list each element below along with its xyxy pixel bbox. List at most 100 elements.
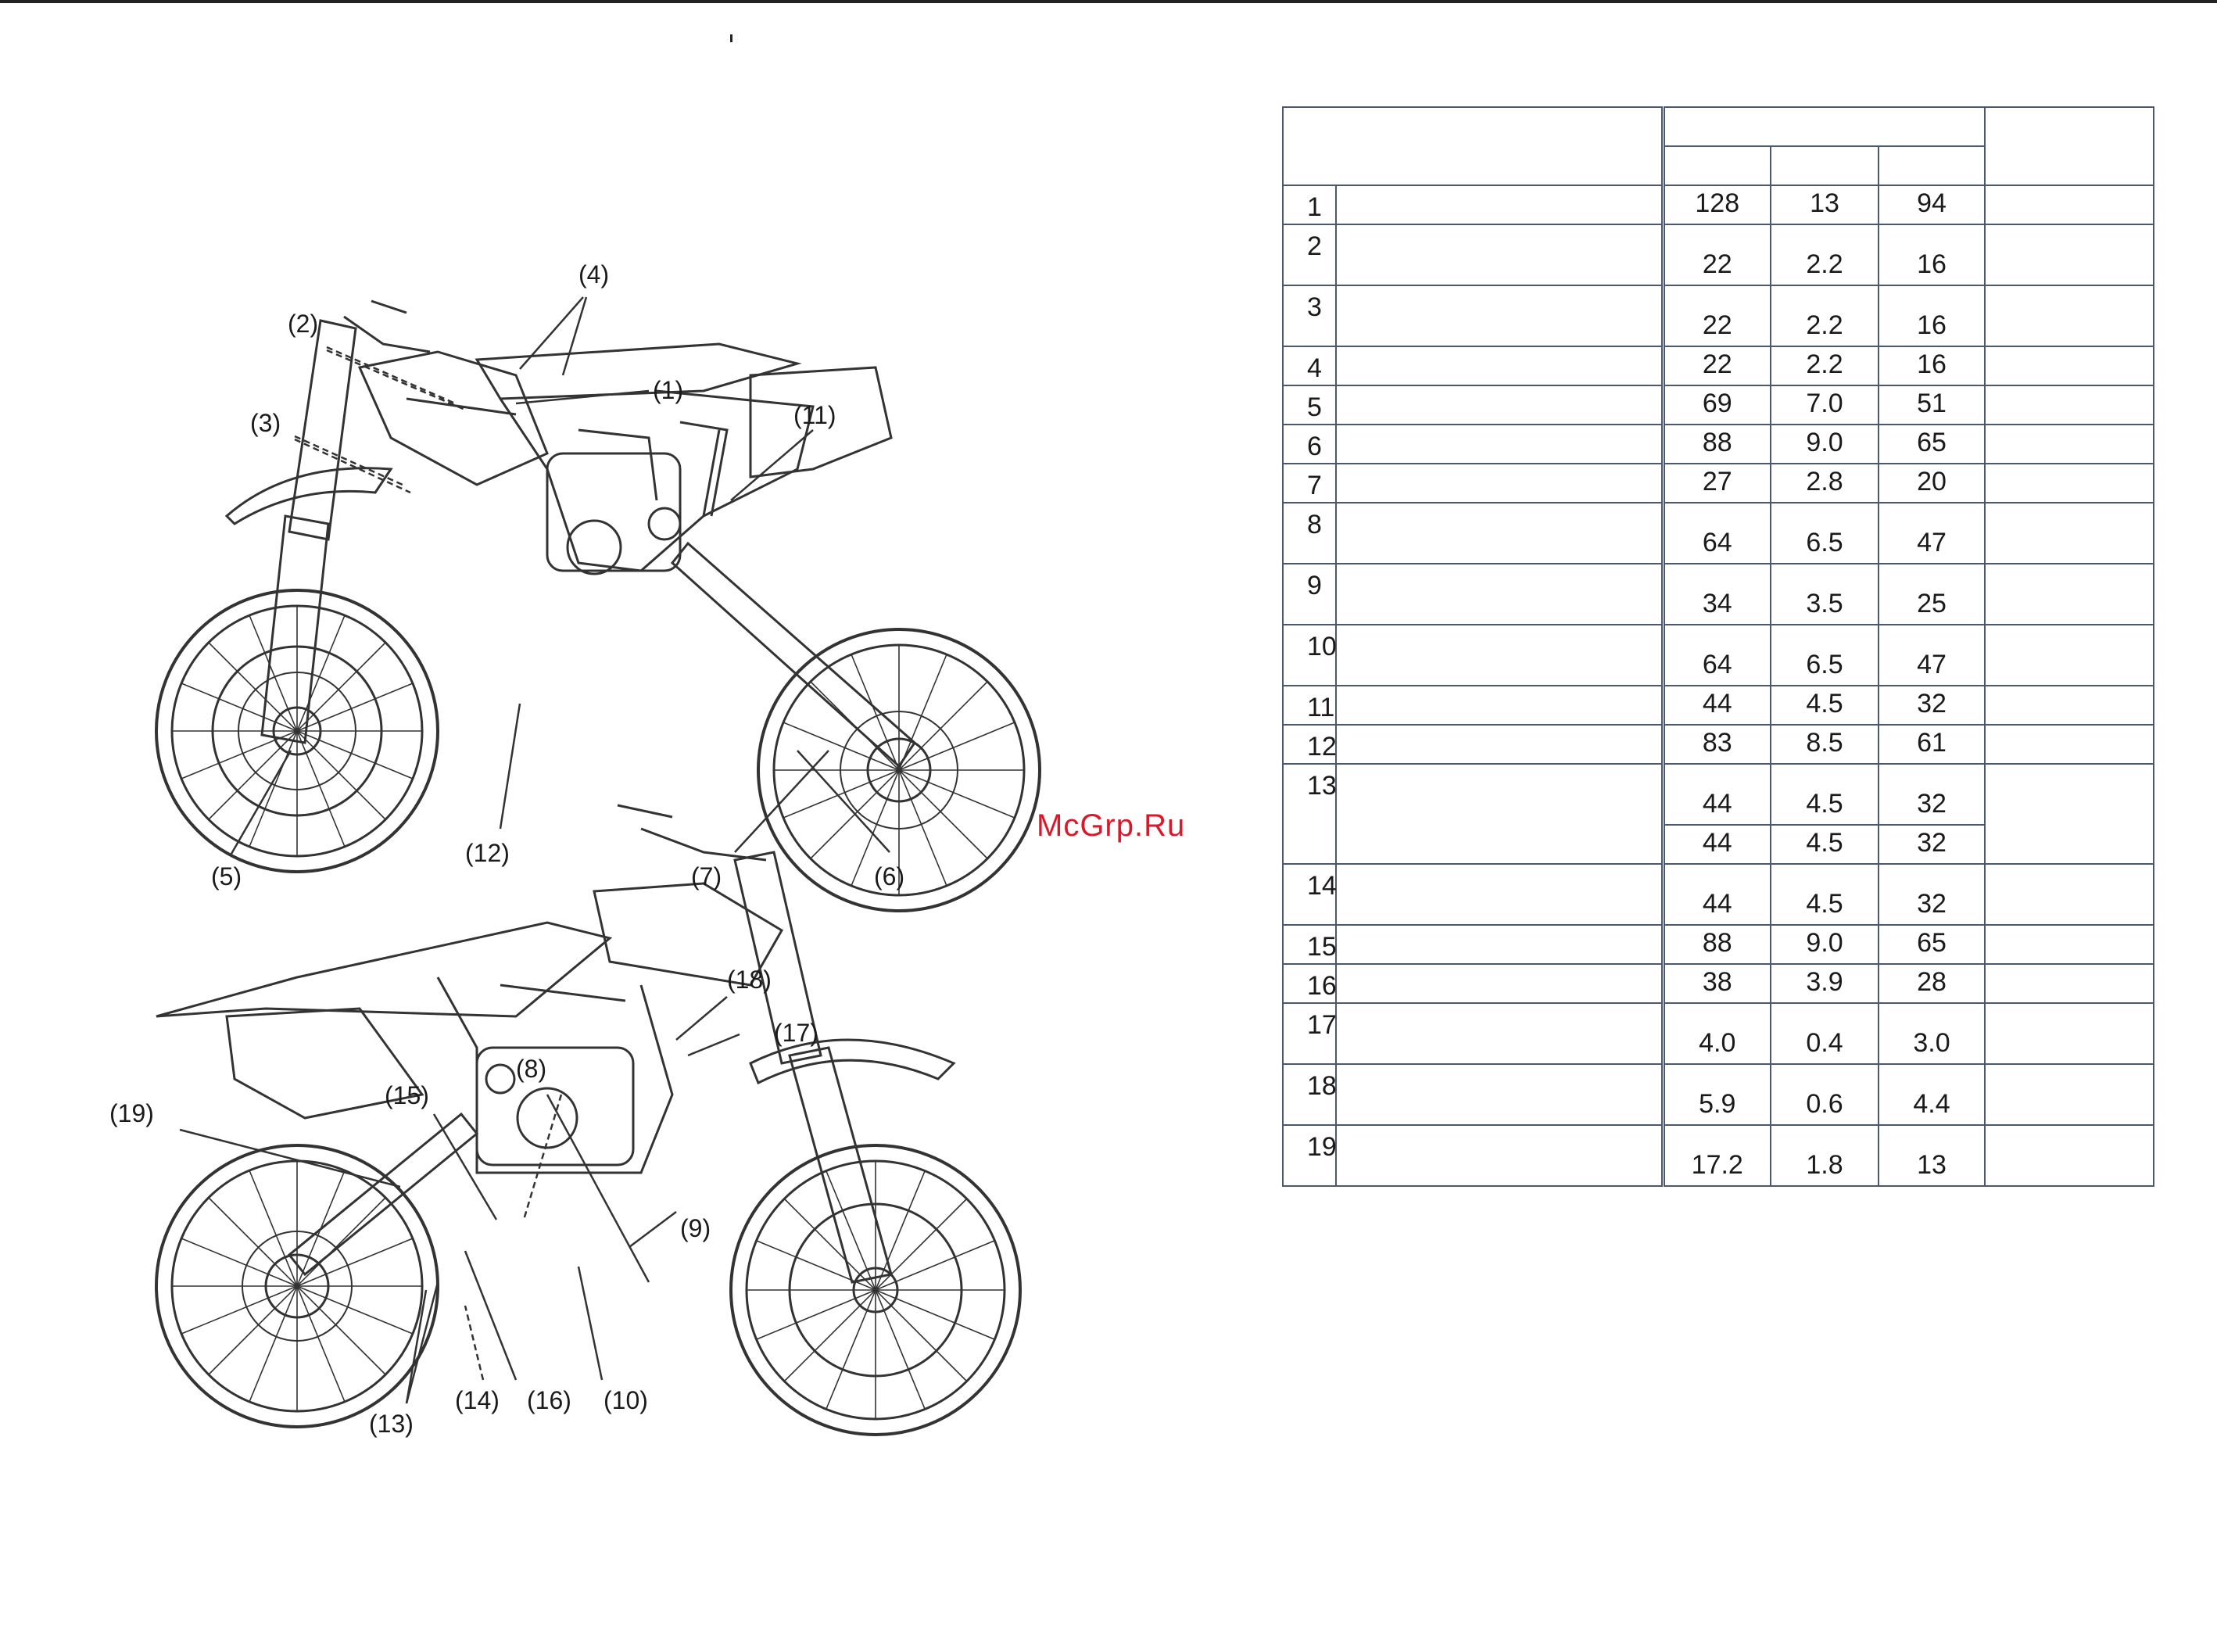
torque-lbft: 4.4 <box>1877 1063 1986 1126</box>
callout-12: (12) <box>465 839 510 867</box>
row-description <box>1335 385 1664 425</box>
torque-kgfm: 6.5 <box>1770 502 1879 564</box>
motorcycle-diagrams: (1) (2) (3) (4) (5) (6) (7) (11) (12) (8… <box>109 235 1220 1626</box>
callout-2: (2) <box>288 310 318 338</box>
header-note-cell <box>1984 106 2155 186</box>
torque-nm: 34 <box>1660 563 1771 625</box>
torque-nm: 38 <box>1660 963 1771 1004</box>
torque-kgfm: 2.2 <box>1770 285 1879 347</box>
motorcycle-diagrams-svg: (1) (2) (3) (4) (5) (6) (7) (11) (12) (8… <box>109 260 1041 1438</box>
row-description <box>1335 424 1664 464</box>
torque-nm: 64 <box>1660 502 1771 564</box>
callout-6: (6) <box>874 862 904 891</box>
bottom-bike-drawing <box>155 804 1022 1436</box>
callout-1: (1) <box>653 376 683 404</box>
callout-18: (18) <box>727 966 772 994</box>
row-number: 19 <box>1282 1124 1337 1187</box>
row-number: 10 <box>1282 624 1337 686</box>
row-description <box>1335 185 1664 225</box>
row-note <box>1984 346 2155 386</box>
row-note <box>1984 763 2155 865</box>
watermark-text: McGrp.Ru <box>1037 808 1186 843</box>
torque-lbft: 25 <box>1877 563 1986 625</box>
row-description <box>1335 1124 1664 1187</box>
row-note <box>1984 963 2155 1004</box>
torque-lbft: 3.0 <box>1877 1002 1986 1065</box>
row-description <box>1335 285 1664 347</box>
torque-nm: 88 <box>1660 924 1771 965</box>
torque-nm: 17.2 <box>1660 1124 1771 1187</box>
row-note <box>1984 463 2155 503</box>
torque-kgfm: 9.0 <box>1770 924 1879 965</box>
row-number: 4 <box>1282 346 1337 386</box>
row-note <box>1984 424 2155 464</box>
row-number: 13 <box>1282 763 1337 865</box>
callout-11: (11) <box>793 401 836 429</box>
torque-nm: 4.0 <box>1660 1002 1771 1065</box>
torque-nm: 22 <box>1660 285 1771 347</box>
header-unit-2 <box>1770 145 1879 186</box>
row-description <box>1335 1063 1664 1126</box>
callout-13: (13) <box>369 1410 414 1438</box>
torque-kgfm: 1.8 <box>1770 1124 1879 1187</box>
torque-kgfm: 2.2 <box>1770 224 1879 286</box>
row-number: 16 <box>1282 963 1337 1004</box>
callout-3: (3) <box>250 409 281 437</box>
row-number: 1 <box>1282 185 1337 225</box>
row-number: 9 <box>1282 563 1337 625</box>
row-description <box>1335 924 1664 965</box>
row-note <box>1984 285 2155 347</box>
row-number: 11 <box>1282 685 1337 726</box>
torque-nm: 83 <box>1660 724 1771 765</box>
torque-nm: 44 <box>1660 824 1771 865</box>
torque-lbft: 47 <box>1877 502 1986 564</box>
torque-nm: 27 <box>1660 463 1771 503</box>
torque-lbft: 32 <box>1877 863 1986 926</box>
torque-kgfm: 4.5 <box>1770 863 1879 926</box>
row-description <box>1335 502 1664 564</box>
top-bike-drawing <box>155 299 1041 912</box>
row-number: 3 <box>1282 285 1337 347</box>
bottom-leader-lines <box>179 996 740 1404</box>
row-number: 8 <box>1282 502 1337 564</box>
row-number: 17 <box>1282 1002 1337 1065</box>
page-top-rule <box>0 0 2217 3</box>
row-note <box>1984 502 2155 564</box>
header-torque-cell <box>1660 106 1986 147</box>
callout-7: (7) <box>691 862 722 891</box>
torque-kgfm: 0.4 <box>1770 1002 1879 1065</box>
callout-8: (8) <box>516 1055 546 1083</box>
torque-nm: 128 <box>1660 185 1771 225</box>
row-number: 7 <box>1282 463 1337 503</box>
torque-lbft: 47 <box>1877 624 1986 686</box>
torque-kgfm: 6.5 <box>1770 624 1879 686</box>
row-note <box>1984 624 2155 686</box>
row-note <box>1984 224 2155 286</box>
callout-9: (9) <box>680 1214 711 1242</box>
callout-14: (14) <box>455 1386 500 1414</box>
row-description <box>1335 563 1664 625</box>
torque-lbft: 28 <box>1877 963 1986 1004</box>
row-description <box>1335 863 1664 926</box>
row-description <box>1335 763 1664 865</box>
row-note <box>1984 863 2155 926</box>
row-number: 12 <box>1282 724 1337 765</box>
torque-lbft: 65 <box>1877 424 1986 464</box>
row-number: 18 <box>1282 1063 1337 1126</box>
callout-10: (10) <box>603 1386 648 1414</box>
torque-kgfm: 4.5 <box>1770 763 1879 826</box>
torque-lbft: 51 <box>1877 385 1986 425</box>
